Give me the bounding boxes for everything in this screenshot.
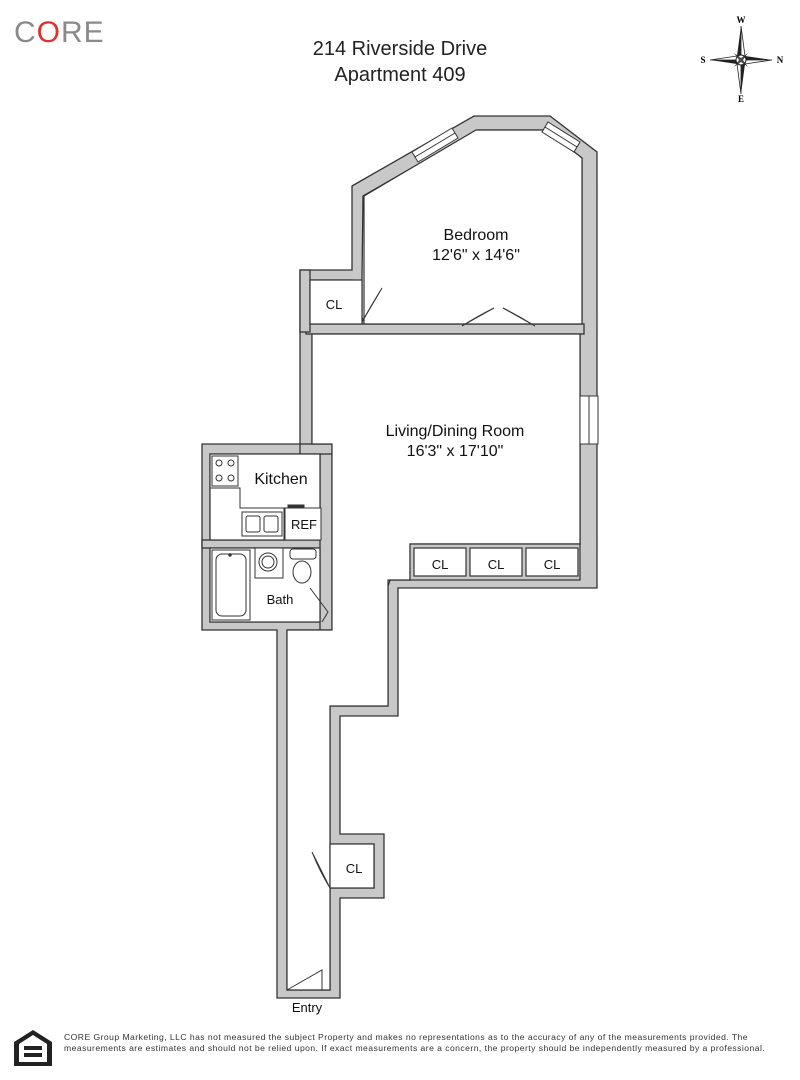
logo-text-o: O	[36, 16, 62, 49]
bedroom-closet-floor	[309, 279, 363, 325]
bedroom-closet-door	[361, 287, 383, 323]
living-closet-1-label: CL	[431, 557, 449, 572]
compass-rose-icon: W E S N	[700, 15, 784, 104]
bedroom-floor	[363, 129, 583, 325]
bedroom-size: 12'6" x 14'6"	[432, 247, 520, 264]
disclaimer-text: CORE Group Marketing, LLC has not measur…	[64, 1032, 766, 1053]
room-floors	[209, 129, 583, 991]
ref-label: REF	[291, 517, 317, 532]
address-line-2: Apartment 409	[334, 64, 466, 86]
bath-door	[309, 587, 329, 623]
windows	[411, 121, 599, 445]
logo-text-c: C	[14, 16, 37, 49]
closet-3	[525, 547, 579, 577]
kitchen-fixtures	[210, 455, 322, 541]
entry-label: Entry	[291, 1000, 323, 1015]
living-closet-3-label: CL	[543, 557, 561, 572]
kitchen-label: Kitchen	[254, 471, 308, 488]
living-size: 16'3" x 17'10"	[406, 443, 504, 460]
compass-west-label: W	[737, 15, 746, 25]
doors	[286, 287, 536, 991]
compass-south-label: S	[700, 55, 705, 65]
kitchen-counter	[210, 487, 285, 540]
entry-door	[286, 969, 323, 991]
living-closet-2-label: CL	[487, 557, 505, 572]
equal-housing-opportunity-icon	[14, 1030, 52, 1066]
entry-closet-label: CL	[345, 861, 363, 876]
stove-icon	[211, 455, 239, 487]
bath-label: Bath	[266, 592, 294, 607]
entry-closet-floor	[329, 843, 375, 889]
entry-closet-door	[311, 851, 331, 889]
toilet-bowl-icon	[292, 560, 312, 584]
closet-2	[469, 547, 523, 577]
living-name: Living/Dining Room	[385, 423, 525, 440]
compass-east-label: E	[738, 94, 744, 104]
toilet-tank-icon	[289, 548, 317, 560]
closet-1	[413, 547, 467, 577]
bedroom-closet-label: CL	[325, 297, 343, 312]
address-block: 214 Riverside Drive Apartment 409	[250, 36, 550, 88]
core-logo: CORE	[14, 16, 105, 50]
compass-north-label: N	[777, 55, 784, 65]
bedroom-label: Bedroom 12'6" x 14'6"	[396, 226, 556, 266]
address-line-1: 214 Riverside Drive	[312, 38, 488, 60]
living-closets	[409, 543, 581, 581]
logo-text-re: RE	[61, 16, 105, 49]
living-label: Living/Dining Room 16'3" x 17'10"	[355, 422, 555, 462]
bath-fixtures	[211, 547, 317, 621]
floor-plan	[201, 115, 599, 999]
bedroom-name: Bedroom	[443, 227, 509, 244]
